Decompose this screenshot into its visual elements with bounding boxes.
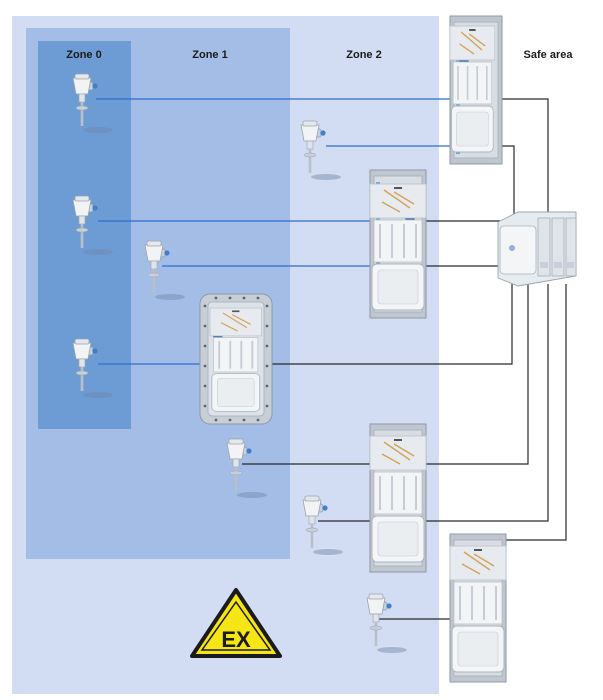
wire-cabinet-1b-plc — [502, 145, 515, 232]
explosion-proof-enclosure — [199, 293, 273, 425]
junction-cabinet-2 — [369, 169, 427, 319]
ex-warning-sign-icon: EX — [190, 588, 282, 658]
junction-cabinet-1 — [449, 15, 503, 165]
zone-2-label: Zone 2 — [346, 49, 381, 61]
wire-cabinet-4-plc — [502, 284, 567, 541]
wire-enclosure-plc — [268, 284, 513, 365]
wire-cabinet-3-plc — [426, 284, 529, 465]
wire-cabinet-1-plc — [502, 98, 549, 229]
wire-cabinet-3b-plc — [426, 284, 549, 522]
io-module-icon — [497, 211, 577, 287]
junction-cabinet-4 — [449, 533, 507, 683]
intrinsic-safe-wiring — [96, 98, 452, 365]
safe-area-label: Safe area — [524, 49, 574, 61]
junction-cabinet-3 — [369, 423, 427, 573]
zone-1-label: Zone 1 — [192, 49, 227, 61]
zone-0-label: Zone 0 — [66, 49, 101, 61]
ex-label: EX — [221, 627, 251, 652]
